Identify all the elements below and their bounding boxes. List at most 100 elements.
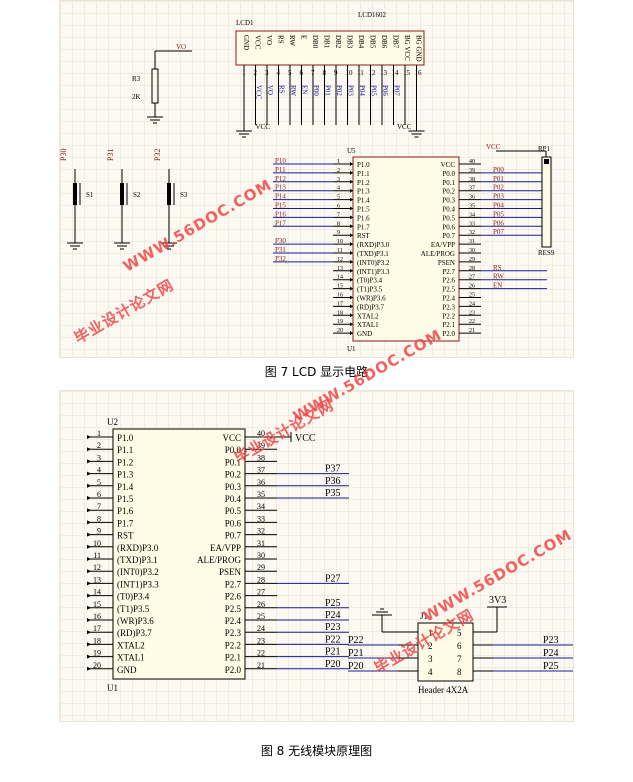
mcu2-pin-arrow xyxy=(87,544,91,549)
mcu-pin-arrow xyxy=(350,242,353,247)
mcu-pin-arrow xyxy=(350,304,353,309)
mcu2-body xyxy=(112,428,246,680)
mcu-right-pin-label: P2.7 xyxy=(442,268,455,276)
mcu2-right-net-label: P35 xyxy=(325,488,341,499)
lcd-net-label: VO xyxy=(266,85,274,95)
mcu-left-net-label: P12 xyxy=(275,175,286,183)
mcu-left-pin-number: 7 xyxy=(337,212,340,218)
lcd-pin-number: 11 xyxy=(357,69,364,77)
mcu2-right-pin-number: 28 xyxy=(257,575,265,584)
lcd-net-label: P05 xyxy=(370,85,378,96)
mcu-pin-arrow xyxy=(350,295,353,300)
mcu2-ref-top: U2 xyxy=(107,417,118,427)
mcu2-right-pin-number: 32 xyxy=(257,527,265,536)
mcu2-left-pin-label: (INT1)P3.3 xyxy=(117,579,159,589)
mcu-left-net-label: P32 xyxy=(275,255,286,263)
lcd-pin-label: DB4 xyxy=(357,35,365,49)
lcd-body xyxy=(235,30,425,66)
lcd-pin-label: VO xyxy=(265,35,273,45)
mcu-right-pin-number: 39 xyxy=(469,168,475,174)
mcu2-left-pin-number: 8 xyxy=(97,514,101,523)
mcu2-right-pin-label: P0.1 xyxy=(225,457,241,467)
mcu2-pin-arrow xyxy=(87,496,91,500)
mcu-right-pin-label: P0.2 xyxy=(442,188,455,196)
mcu2-left-pin-number: 10 xyxy=(93,539,101,548)
header-right-net-label: P24 xyxy=(543,648,559,659)
mcu-left-pin-label: (INT1)P3.3 xyxy=(357,268,390,276)
lcd-bg-vcc-label: VCC xyxy=(397,123,412,131)
lcd-net-label: RW xyxy=(289,85,297,96)
mcu2-right-pin-label: P0.7 xyxy=(225,531,242,541)
mcu2-left-pin-number: 11 xyxy=(93,551,101,560)
mcu-right-pin-label: P2.0 xyxy=(442,330,455,338)
mcu2-right-net-label: P27 xyxy=(325,573,341,584)
lcd-net-label: VCC xyxy=(255,85,263,100)
switch-ref: S3 xyxy=(180,191,188,199)
header-body xyxy=(417,622,474,682)
rp-ref: RP1 xyxy=(538,145,551,153)
lcd-pin-label: DB6 xyxy=(380,35,388,49)
switch-net-label: P30 xyxy=(60,149,68,161)
lcd-pin-number: 7 xyxy=(311,69,315,77)
mcu-left-pin-number: 15 xyxy=(337,284,343,290)
mcu-right-net-label: P01 xyxy=(493,175,504,183)
mcu2-left-pin-label: (TXD)P3.1 xyxy=(117,555,158,565)
mcu-ref-bottom: U1 xyxy=(347,345,356,353)
mcu-left-pin-number: 17 xyxy=(337,301,343,307)
mcu-right-pin-number: 25 xyxy=(469,293,475,299)
mcu-right-net-label: P06 xyxy=(493,219,504,227)
header-left-net-label: P22 xyxy=(348,635,364,646)
lcd-pin-number: 9 xyxy=(334,69,338,77)
mcu-left-pin-label: GND xyxy=(357,330,372,338)
mcu-right-pin-label: P2.3 xyxy=(442,303,455,311)
mcu-left-pin-label: (RD)P3.7 xyxy=(357,303,385,311)
mcu2-right-pin-number: 30 xyxy=(257,551,265,560)
header-right-net-label: P25 xyxy=(543,661,559,672)
lcd-net-label: P03 xyxy=(347,85,355,96)
mcu2-right-pin-number: 36 xyxy=(257,478,265,487)
lcd-pin-number: 12 xyxy=(369,69,377,77)
mcu2-right-net-label: P36 xyxy=(325,476,341,487)
mcu-left-pin-label: XTAL1 xyxy=(357,321,379,329)
mcu-ref-top: U5 xyxy=(347,147,356,155)
mcu2-left-pin-label: P1.2 xyxy=(117,457,133,467)
mcu-right-pin-label: P0.6 xyxy=(442,223,455,231)
mcu-right-net-label: P02 xyxy=(493,184,504,192)
mcu2-right-pin-number: 21 xyxy=(257,661,265,670)
mcu-left-pin-number: 5 xyxy=(337,195,340,201)
mcu-pin-arrow xyxy=(350,277,353,282)
mcu-right-pin-label: P0.5 xyxy=(442,214,455,222)
mcu2-right-pin-label: P0.5 xyxy=(225,506,242,516)
mcu-right-pin-number: 34 xyxy=(469,212,475,218)
switch-net-label: P31 xyxy=(106,149,115,161)
mcu2-pin-arrow xyxy=(87,654,91,659)
lcd-net-label: P02 xyxy=(335,85,343,96)
mcu-left-pin-number: 9 xyxy=(337,230,340,236)
mcu-right-net-label: P03 xyxy=(493,193,504,201)
mcu-right-pin-number: 23 xyxy=(469,310,475,316)
mcu-right-pin-number: 29 xyxy=(469,257,475,263)
mcu2-left-pin-label: (T1)P3.5 xyxy=(117,604,150,614)
mcu-pin-arrow xyxy=(350,331,353,336)
mcu2-left-pin-number: 14 xyxy=(93,588,101,597)
mcu-pin-arrow xyxy=(350,206,353,211)
mcu2-left-pin-number: 4 xyxy=(97,466,101,475)
lcd-pin-number: 2 xyxy=(254,69,258,77)
mcu-right-pin-label: P2.2 xyxy=(442,312,455,320)
mcu2-left-pin-label: P1.6 xyxy=(117,506,134,516)
mcu2-left-pin-label: P1.7 xyxy=(117,518,134,528)
lcd-pin-number: 14 xyxy=(392,69,400,77)
mcu-left-pin-number: 2 xyxy=(337,168,340,174)
mcu-right-net-label: P00 xyxy=(493,166,504,174)
lcd-pin-label: GND xyxy=(242,35,250,50)
lcd-schematic: LCD1LCD1602GND1VCC2VCCVO3VORS4RSRW5RWE6E… xyxy=(60,11,555,353)
mcu-left-pin-number: 10 xyxy=(337,239,343,245)
lcd-pin-label: RW xyxy=(288,35,296,46)
mcu-pin-arrow xyxy=(350,322,353,327)
mcu2-right-pin-label: P2.3 xyxy=(225,628,242,638)
mcu2-left-pin-label: P1.0 xyxy=(117,433,134,443)
mcu2-right-pin-label: P2.4 xyxy=(225,616,242,626)
lcd-pin-number: 4 xyxy=(277,69,281,77)
